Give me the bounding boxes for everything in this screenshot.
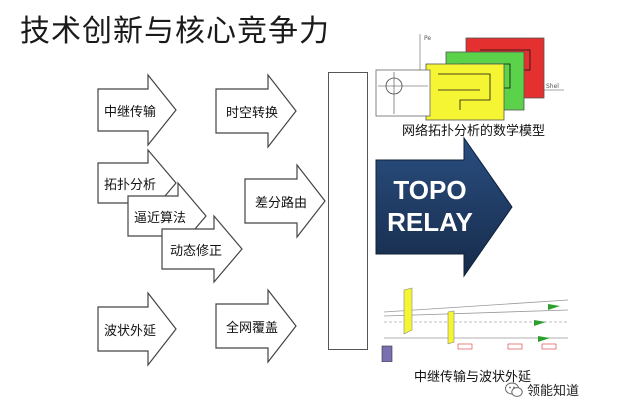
watermark: 领能知道 bbox=[505, 380, 579, 399]
arrow-wave-extension: 波状外延 bbox=[97, 291, 177, 367]
big-arrow-line1: TOPO bbox=[393, 175, 467, 205]
convergence-box bbox=[328, 72, 368, 350]
top-figure-caption: 网络拓扑分析的数学模型 bbox=[402, 124, 546, 139]
arrow-differential-routing: 差分路由 bbox=[244, 163, 326, 239]
arrow-label: 逼近算法 bbox=[134, 210, 187, 226]
arrow-dynamic-correction: 动态修正 bbox=[161, 214, 243, 284]
arrow-label: 中继传输 bbox=[104, 104, 157, 120]
topo-relay-arrow bbox=[374, 136, 514, 278]
arrow-time-space-conversion: 时空转换 bbox=[215, 73, 297, 149]
page-title: 技术创新与核心竞争力 bbox=[20, 14, 330, 49]
topology-model-figure: Pe Shel bbox=[375, 34, 564, 121]
big-arrow-text: TOPO RELAY bbox=[376, 174, 484, 238]
arrow-label: 全网覆盖 bbox=[226, 320, 279, 336]
arrow-label: 时空转换 bbox=[226, 105, 279, 121]
bottom-figure-caption: 中继传输与波状外延 bbox=[414, 370, 532, 385]
svg-text:Shel: Shel bbox=[546, 83, 559, 90]
big-arrow-line2: RELAY bbox=[387, 207, 473, 237]
arrow-label: 动态修正 bbox=[170, 243, 223, 259]
arrow-label: 差分路由 bbox=[255, 195, 308, 211]
watermark-text: 领能知道 bbox=[527, 384, 580, 399]
wave-slab-1 bbox=[403, 287, 413, 335]
wave-slab-2 bbox=[447, 310, 455, 345]
arrow-full-network-coverage: 全网覆盖 bbox=[215, 288, 297, 364]
wechat-icon bbox=[505, 382, 523, 397]
relay-wave-figure bbox=[381, 287, 569, 362]
panel-yellow bbox=[425, 63, 505, 121]
svg-text:Pe: Pe bbox=[424, 35, 431, 42]
device-icon bbox=[381, 345, 393, 362]
arrow-label: 拓扑分析 bbox=[104, 177, 157, 193]
arrow-relay-transmission: 中继传输 bbox=[97, 73, 177, 147]
arrow-label: 波状外延 bbox=[104, 323, 157, 339]
